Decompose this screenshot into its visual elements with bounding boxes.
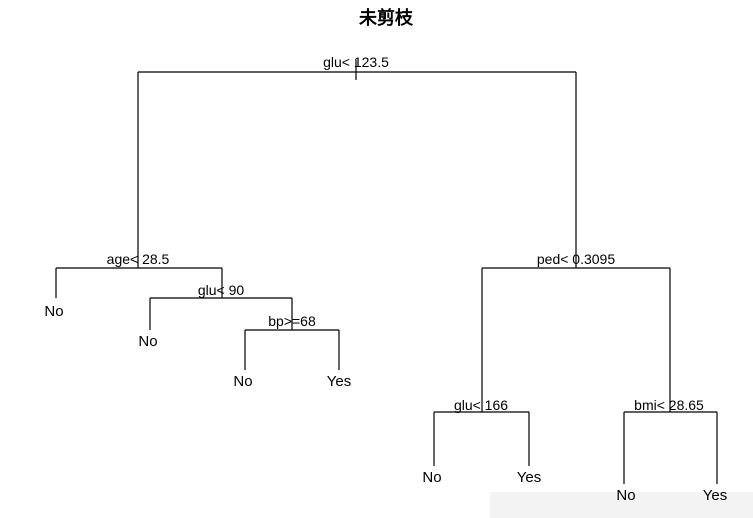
split-label-glu166: glu< 166 xyxy=(454,397,508,413)
leaf-bp-right: Yes xyxy=(327,373,351,390)
age-split: age< 28.5 No xyxy=(44,251,223,320)
split-label-ped: ped< 0.3095 xyxy=(537,251,615,267)
ped-split: ped< 0.3095 xyxy=(481,251,671,412)
glu90-split: glu< 90 No xyxy=(138,282,293,350)
leaf-glu166-left: No xyxy=(422,469,441,486)
leaf-age-left: No xyxy=(44,303,63,320)
bmi-split: bmi< 28.65 No Yes xyxy=(616,397,727,504)
leaf-bmi-right: Yes xyxy=(703,487,727,504)
leaf-glu166-right: Yes xyxy=(517,469,541,486)
split-label-glu90: glu< 90 xyxy=(198,282,245,298)
split-label-age: age< 28.5 xyxy=(107,251,170,267)
split-label-root: glu< 123.5 xyxy=(323,54,389,70)
leaf-glu90-left: No xyxy=(138,333,157,350)
bp-split: bp>=68 No Yes xyxy=(233,313,351,390)
root-split: glu< 123.5 xyxy=(137,54,577,268)
leaf-bmi-left: No xyxy=(616,487,635,504)
glu166-split: glu< 166 No Yes xyxy=(422,397,541,486)
split-label-bmi: bmi< 28.65 xyxy=(634,397,704,413)
faded-corner xyxy=(490,492,753,518)
leaf-bp-left: No xyxy=(233,373,252,390)
diagram-title: 未剪枝 xyxy=(359,7,414,29)
split-label-bp: bp>=68 xyxy=(268,313,316,329)
